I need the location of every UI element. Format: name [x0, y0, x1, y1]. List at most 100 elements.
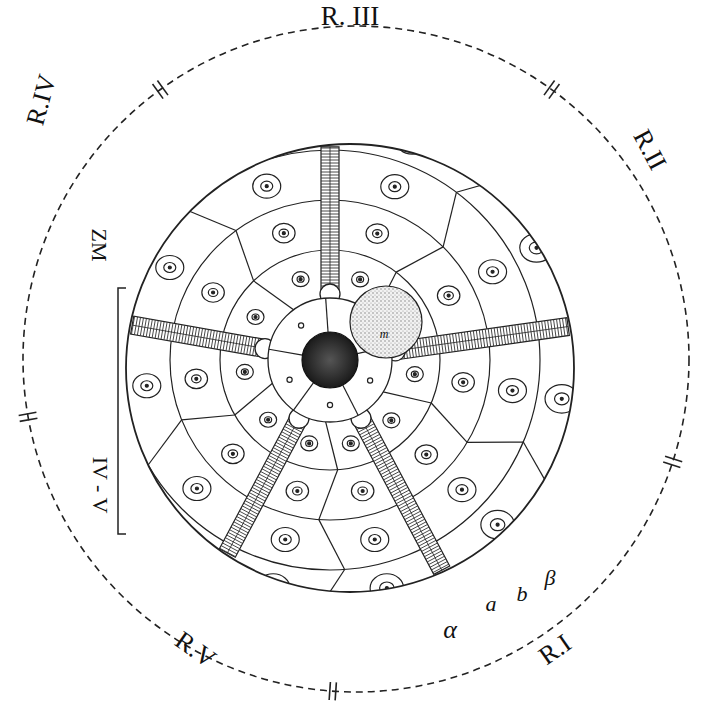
- tubercle: [212, 291, 215, 294]
- plate-label: β: [545, 567, 556, 589]
- plate-suture: [523, 442, 553, 494]
- genital-pore: [298, 323, 303, 328]
- tubercle-boss: [452, 373, 475, 393]
- tubercle-areole: [228, 450, 238, 458]
- tubercle-boss: [110, 228, 144, 257]
- tubercle-boss: [520, 234, 554, 262]
- tubercle-boss: [545, 385, 579, 414]
- tubercle: [96, 391, 99, 394]
- tubercle-areole: [266, 582, 281, 594]
- tubercle-areole: [241, 369, 248, 375]
- tubercle-boss: [202, 283, 225, 303]
- plate-suture: [383, 392, 431, 403]
- tubercle-areole: [373, 230, 383, 238]
- tick-mark: [549, 84, 560, 99]
- tubercle-areole: [279, 229, 289, 237]
- tubercle: [267, 418, 270, 421]
- tubercle: [284, 538, 287, 541]
- tubercle: [462, 381, 465, 384]
- tubercle-boss: [437, 286, 460, 306]
- plate-suture: [319, 520, 345, 570]
- ambulacrum: [131, 316, 267, 357]
- tubercle-boss: [144, 509, 178, 538]
- tubercle: [373, 538, 376, 541]
- plate-suture: [396, 247, 443, 272]
- tubercle-boss: [352, 272, 369, 287]
- ambulacrum: [219, 414, 307, 557]
- plate-suture: [235, 383, 273, 415]
- tubercle-areole: [192, 375, 202, 383]
- tubercle: [496, 523, 499, 526]
- tubercle-boss: [366, 224, 389, 244]
- tubercle: [425, 453, 428, 456]
- tubercle-areole: [154, 517, 169, 529]
- tubercle-boss: [301, 436, 318, 451]
- tubercle-boss: [479, 260, 507, 284]
- plate-suture: [319, 470, 338, 520]
- tubercle-boss: [342, 436, 359, 451]
- tubercle-boss: [286, 481, 309, 501]
- madreporite: [350, 286, 422, 358]
- tubercle: [168, 266, 171, 269]
- tubercle: [361, 489, 364, 492]
- tubercle: [125, 241, 128, 244]
- radius-label: R.V: [170, 627, 220, 673]
- tick-mark: [665, 456, 682, 462]
- tubercle-boss: [185, 369, 208, 389]
- tubercle-boss: [156, 256, 184, 280]
- tubercle-areole: [529, 242, 544, 254]
- tubercle: [560, 397, 563, 400]
- midline: [227, 418, 299, 553]
- tubercle: [393, 185, 396, 188]
- zone-label: ZM: [87, 229, 109, 262]
- tubercle: [535, 246, 538, 249]
- tubercle-boss: [448, 478, 476, 502]
- tubercle-areole: [487, 267, 499, 277]
- tubercle: [491, 270, 494, 273]
- sector-ticks: [19, 81, 683, 701]
- tubercle-boss: [81, 378, 115, 407]
- tubercle-areole: [456, 485, 468, 495]
- tick-mark: [663, 462, 680, 468]
- plate-suture: [312, 569, 345, 619]
- tubercle-boss: [415, 445, 438, 465]
- tubercle-areole: [555, 393, 570, 405]
- ambulacrum: [353, 414, 450, 574]
- midline: [132, 325, 265, 348]
- genital-pore: [327, 402, 332, 407]
- plate-label: a: [486, 593, 497, 615]
- tubercle-areole: [261, 181, 273, 191]
- tick-mark: [20, 418, 38, 421]
- tubercle-areole: [388, 417, 395, 423]
- tubercle-boss: [183, 477, 211, 501]
- tubercle-boss: [370, 574, 404, 603]
- tubercle-areole: [444, 292, 454, 300]
- tubercle: [159, 522, 162, 525]
- plate-suture: [343, 385, 358, 415]
- apical-disc: [268, 286, 422, 422]
- tubercle-areole: [380, 582, 395, 594]
- tubercle-areole: [347, 440, 354, 446]
- tubercle: [390, 419, 393, 422]
- tubercle: [282, 232, 285, 235]
- tubercle: [460, 488, 463, 491]
- tubercle-boss: [498, 379, 526, 403]
- tubercle: [359, 278, 362, 281]
- tubercle-boss: [233, 125, 266, 154]
- interambulacral-plates: [70, 100, 590, 620]
- genital-pore: [367, 378, 372, 383]
- tubercle-areole: [490, 519, 505, 531]
- tubercle-areole: [306, 440, 313, 446]
- plate-suture: [467, 441, 523, 443]
- plate-suture: [294, 383, 314, 411]
- tubercle: [254, 316, 257, 319]
- tubercle-boss: [481, 510, 515, 539]
- test-outline: [126, 144, 574, 592]
- tubercle-boss: [292, 272, 309, 287]
- tubercle-areole: [141, 381, 153, 391]
- tubercle-areole: [297, 276, 304, 282]
- tubercle-areole: [242, 133, 256, 145]
- tubercle-areole: [90, 387, 105, 399]
- tick-mark: [329, 682, 330, 700]
